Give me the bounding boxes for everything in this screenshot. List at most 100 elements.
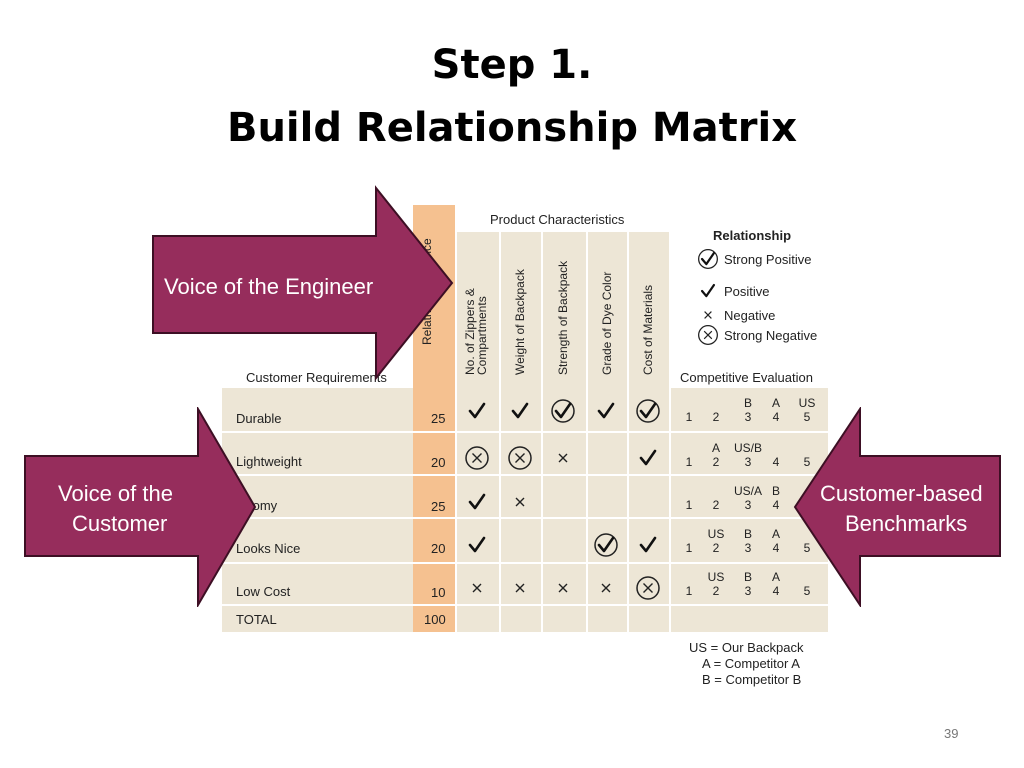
importance-lightweight: 20 (431, 455, 446, 470)
rank-competitor-label: A (711, 441, 720, 455)
positive-symbol-icon (591, 396, 621, 426)
key-line-b: B = Competitor B (702, 672, 802, 687)
negative-symbol-icon (548, 443, 578, 473)
rank-number: 1 (685, 498, 693, 512)
strong-negative-symbol-icon (462, 443, 492, 473)
legend-label: Negative (724, 308, 776, 323)
competitive-evaluation-label: Competitive Evaluation (680, 370, 813, 385)
rank-competitor-label: B (743, 396, 752, 410)
strong-negative-symbol-icon (633, 573, 663, 603)
col-divider (627, 232, 629, 632)
row-label-durable: Durable (236, 411, 282, 426)
column-header-strength: Strength of Backpack (556, 260, 570, 375)
rank-competitor-label: B (771, 484, 780, 498)
benchmarks-callout-line-2: Benchmarks (845, 511, 968, 536)
rank-number: 3 (744, 410, 752, 424)
slide-title-line-1: Step 1. (431, 42, 593, 88)
rank-number: 5 (803, 455, 811, 469)
strong-positive-symbol-icon (633, 396, 663, 426)
negative-symbol-icon (462, 573, 492, 603)
row-divider (222, 431, 828, 433)
customer-requirements-label: Customer Requirements (246, 370, 387, 385)
column-header-zippers: No. of Zippers & Compartments (463, 288, 489, 375)
col-divider (499, 232, 501, 632)
rank-number: 2 (712, 584, 720, 598)
negative-symbol-icon (505, 573, 535, 603)
rank-competitor-label: US/B (733, 441, 762, 455)
slide-title-line-2: Build Relationship Matrix (226, 105, 798, 151)
rank-number: 4 (772, 498, 780, 512)
key-line-a: A = Competitor A (702, 656, 800, 671)
rank-competitor-label: US/A (733, 484, 762, 498)
col-divider (541, 232, 543, 632)
rank-competitor-label: A (771, 570, 780, 584)
strong-positive-symbol-icon (548, 396, 578, 426)
rank-competitor-label: US (707, 570, 725, 584)
importance-low-cost: 10 (431, 585, 446, 600)
rank-competitor-label: A (771, 396, 780, 410)
negative-symbol-icon (548, 573, 578, 603)
positive-symbol-icon (462, 530, 492, 560)
engineer-arrow (152, 185, 454, 381)
rank-number: 5 (803, 541, 811, 555)
rank-number: 3 (744, 541, 752, 555)
rank-number: 3 (744, 455, 752, 469)
row-label-looks-nice: Looks Nice (236, 541, 301, 556)
rank-number: 1 (685, 455, 693, 469)
product-characteristics-label: Product Characteristics (490, 212, 625, 227)
rank-number: 4 (772, 455, 780, 469)
positive-symbol-icon (462, 396, 492, 426)
engineer-callout-label: Voice of the Engineer (164, 274, 374, 299)
rank-number: 2 (712, 498, 720, 512)
customer-callout-line-2: Customer (72, 511, 168, 536)
rank-number: 5 (803, 584, 811, 598)
row-label-total: TOTAL (236, 612, 277, 627)
row-divider (222, 604, 828, 606)
legend-negative-icon (695, 302, 721, 328)
legend-label: Strong Negative (724, 328, 818, 343)
rank-number: 1 (685, 584, 693, 598)
row-label-low-cost: Low Cost (236, 584, 291, 599)
rank-number: 2 (712, 410, 720, 424)
customer-callout-line-1: Voice of the (58, 481, 173, 506)
rank-number: 2 (712, 541, 720, 555)
rank-number: 4 (772, 410, 780, 424)
rank-competitor-label: A (771, 527, 780, 541)
row-divider (222, 474, 828, 476)
rank-number: 5 (803, 410, 811, 424)
legend-label: Strong Positive (724, 252, 812, 267)
key-line-us: US = Our Backpack (689, 640, 804, 655)
rank-number: 4 (772, 584, 780, 598)
column-header-cost: Cost of Materials (641, 284, 655, 375)
rank-number: 3 (744, 498, 752, 512)
legend-title: Relationship (713, 228, 792, 243)
row-label-lightweight: Lightweight (236, 454, 302, 469)
legend-strong-positive-icon (695, 246, 721, 272)
importance-durable: 25 (431, 411, 446, 426)
customer-arrow (24, 407, 257, 607)
legend-positive-icon (695, 278, 721, 304)
positive-symbol-icon (505, 396, 535, 426)
negative-symbol-icon (591, 573, 621, 603)
column-header-dye: Grade of Dye Color (600, 271, 614, 375)
col-divider (455, 232, 457, 632)
strong-negative-symbol-icon (505, 443, 535, 473)
legend-strong-negative-icon (695, 322, 721, 348)
matrix-body-panel (222, 388, 828, 632)
rank-competitor-label: B (743, 570, 752, 584)
rank-number: 2 (712, 455, 720, 469)
benchmarks-arrow (793, 407, 1001, 607)
strong-positive-symbol-icon (591, 530, 621, 560)
col-divider (586, 232, 588, 632)
rank-number: 1 (685, 541, 693, 555)
competitive-header-panel (676, 370, 828, 388)
importance-roomy: 25 (431, 499, 446, 514)
page-number: 39 (944, 726, 959, 741)
positive-symbol-icon (633, 443, 663, 473)
positive-symbol-icon (633, 530, 663, 560)
rank-competitor-label: B (743, 527, 752, 541)
rank-number: 4 (772, 541, 780, 555)
rank-number: 1 (685, 410, 693, 424)
rank-competitor-label: US (707, 527, 725, 541)
col-divider (669, 232, 671, 632)
